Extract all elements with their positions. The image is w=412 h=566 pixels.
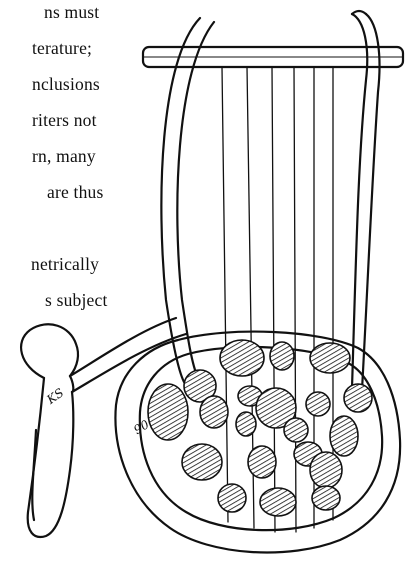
- lyre-left-arm: [161, 18, 200, 382]
- illustration-label-ks: KS: [43, 385, 66, 407]
- sound-box-inclusions: [148, 340, 372, 516]
- side-ornament: [21, 324, 78, 378]
